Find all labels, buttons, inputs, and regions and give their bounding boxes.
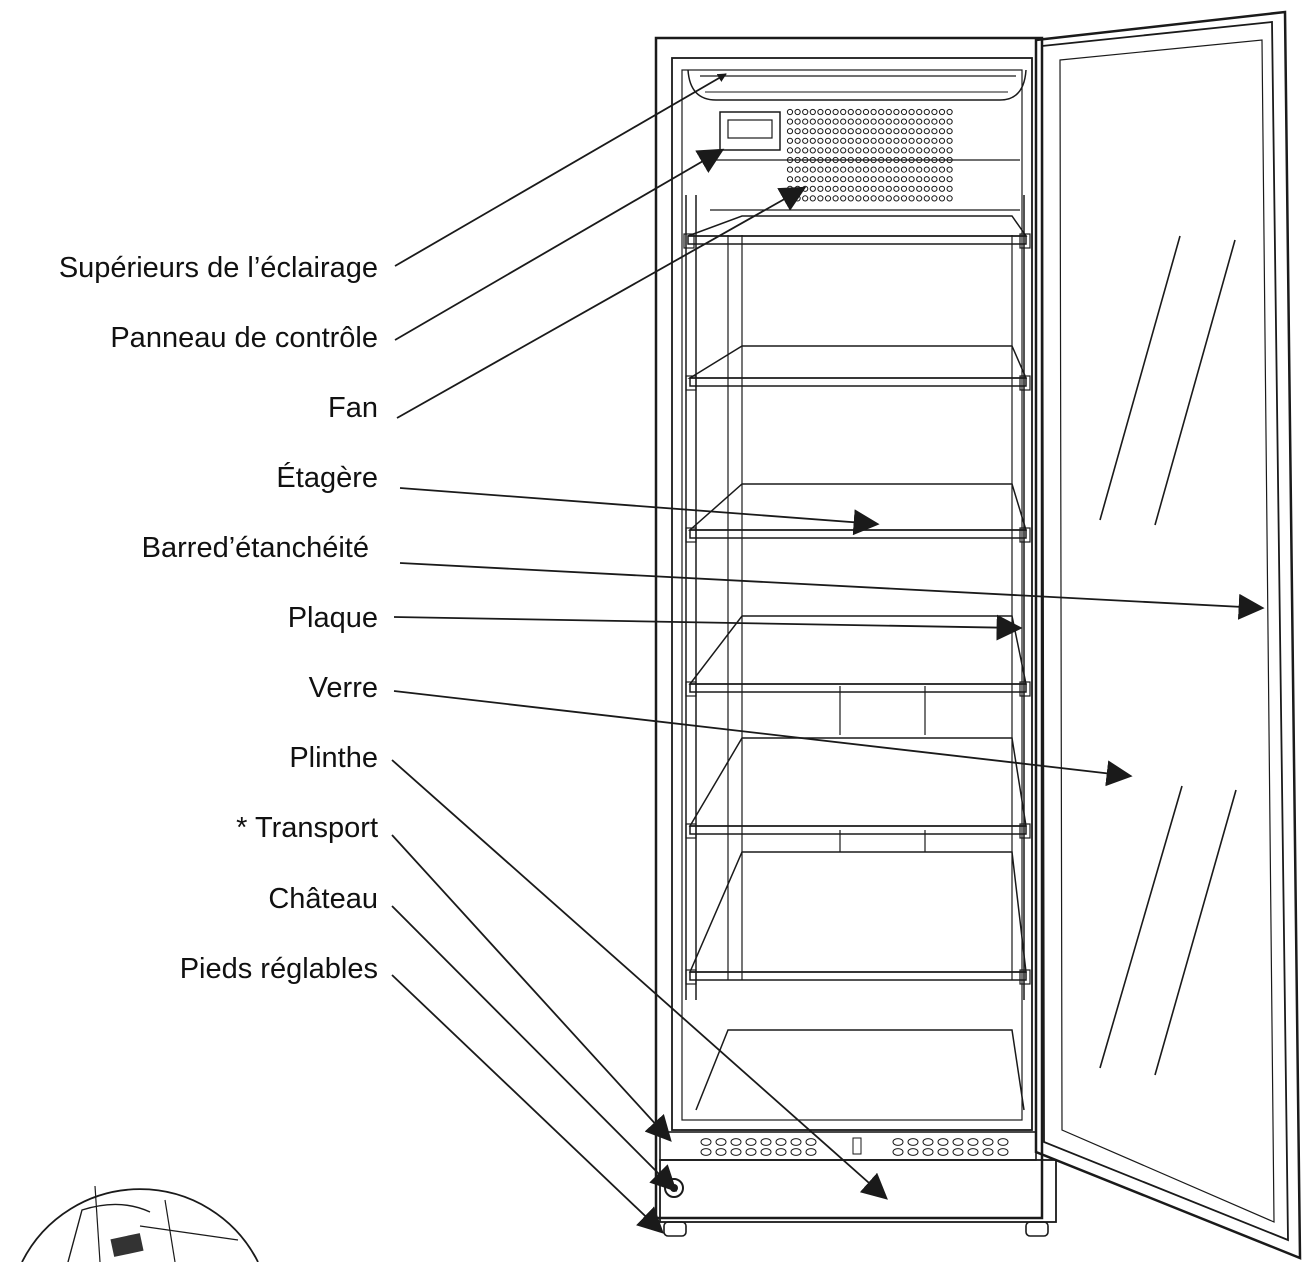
leader-seal-bar	[399, 562, 1265, 620]
back-panel	[695, 686, 1025, 1111]
detail-inset	[21, 1185, 259, 1263]
leader-plate	[393, 614, 1023, 641]
shelves	[683, 215, 1031, 985]
label-transport: * Transport	[236, 812, 378, 844]
label-adjustable-feet: Pieds réglables	[179, 953, 378, 985]
leader-lines	[391, 73, 1265, 1234]
control-panel-box	[710, 111, 1020, 211]
label-shelf: Étagère	[276, 462, 378, 494]
leader-fan	[396, 186, 807, 419]
leader-upper-lighting	[394, 73, 727, 267]
shelf-6	[685, 851, 1031, 985]
leader-control-panel	[394, 148, 725, 341]
leader-plinth	[391, 759, 888, 1200]
leader-shelf	[399, 487, 880, 536]
label-plinth: Plinthe	[289, 742, 378, 774]
plinth	[659, 1131, 1057, 1237]
shelf-supports	[685, 195, 1025, 1000]
shelf-1	[683, 215, 1031, 249]
leader-transport	[391, 834, 672, 1142]
label-control-panel: Panneau de contrôle	[110, 322, 378, 354]
shelf-4	[685, 615, 1031, 697]
leader-adjustable-feet	[391, 974, 664, 1234]
label-lock: Château	[268, 883, 378, 915]
door	[1034, 10, 1302, 1260]
fan-grille	[786, 108, 953, 202]
label-plate: Plaque	[287, 602, 378, 634]
label-upper-lighting: Supérieurs de l’éclairage	[58, 252, 378, 284]
label-glass: Verre	[308, 672, 378, 704]
label-fan: Fan	[328, 392, 378, 424]
shelf-5	[685, 737, 1031, 839]
leader-glass	[393, 690, 1133, 787]
label-seal-bar: Barred’étanchéité	[141, 532, 369, 564]
shelf-2	[685, 345, 1031, 391]
leader-lock	[391, 905, 677, 1192]
